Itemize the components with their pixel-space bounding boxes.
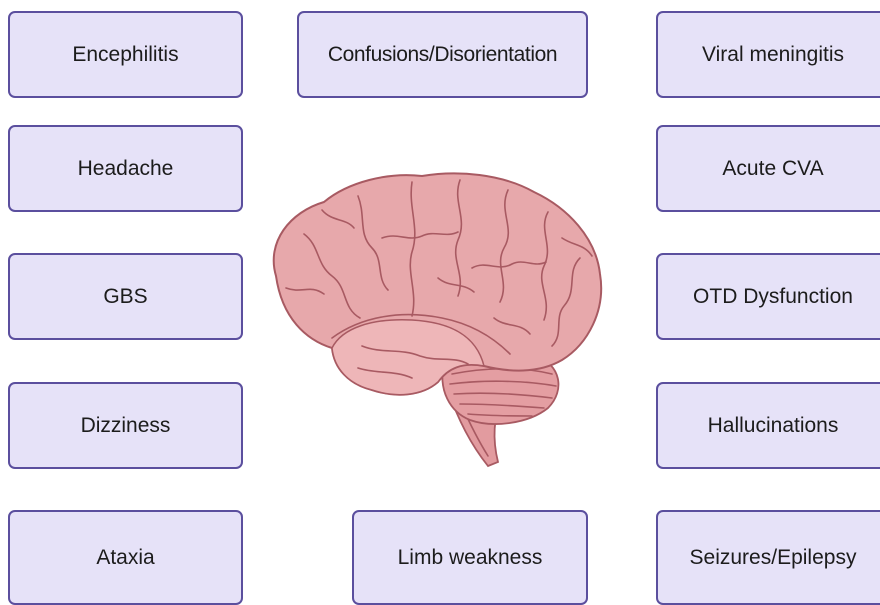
symptom-box-seizures: Seizures/Epilepsy <box>656 510 880 605</box>
symptom-box-acute-cva: Acute CVA <box>656 125 880 212</box>
symptom-box-gbs: GBS <box>8 253 243 340</box>
symptom-box-dizziness: Dizziness <box>8 382 243 469</box>
symptom-box-encephilitis: Encephilitis <box>8 11 243 98</box>
symptom-box-viral-meningitis: Viral meningitis <box>656 11 880 98</box>
symptom-box-limb-weakness: Limb weakness <box>352 510 588 605</box>
symptom-box-hallucinations: Hallucinations <box>656 382 880 469</box>
symptom-box-headache: Headache <box>8 125 243 212</box>
symptom-box-otd-dysfunction: OTD Dysfunction <box>656 253 880 340</box>
symptom-box-confusion: Confusions/Disorientation <box>297 11 588 98</box>
symptom-box-ataxia: Ataxia <box>8 510 243 605</box>
brain-icon <box>262 168 608 468</box>
